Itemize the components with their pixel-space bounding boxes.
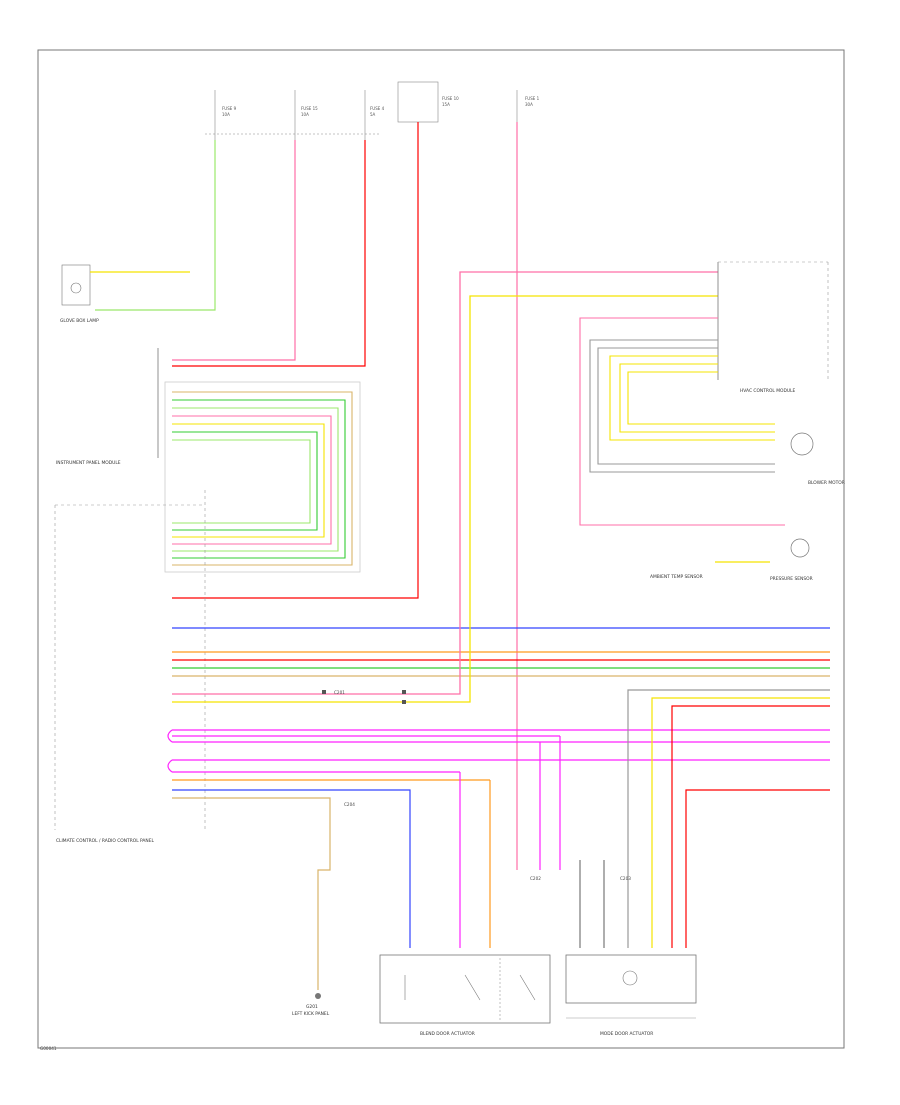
connector-marker	[402, 690, 406, 694]
actuator-lines	[167, 729, 830, 990]
climate-control-panel-label: CLIMATE CONTROL / RADIO CONTROL PANEL	[56, 838, 154, 844]
connector-marker	[402, 700, 406, 704]
instrument-panel-module: INSTRUMENT PANEL MODULE	[56, 348, 159, 466]
ambient-temp-label: AMBIENT TEMP SENSOR	[650, 574, 703, 580]
figure-code: G00041	[40, 1046, 57, 1051]
connector-blocks: C201 C202 C203 C204	[322, 690, 631, 881]
diagram-border	[37, 49, 845, 1049]
connector-label: C203	[620, 876, 631, 881]
connector-label: C202	[530, 876, 541, 881]
main-harness	[172, 271, 830, 703]
blower-motor-label: BLOWER MOTOR	[808, 480, 845, 486]
ground-g201: G201 LEFT KICK PANEL	[292, 993, 330, 1017]
mode-door-actuator-label: MODE DOOR ACTUATOR	[600, 1031, 653, 1037]
blend-door-actuator: BLEND DOOR ACTUATOR	[379, 954, 551, 1037]
climate-control-panel: CLIMATE CONTROL / RADIO CONTROL PANEL	[54, 490, 206, 844]
shielded-bundle-box	[164, 381, 361, 573]
connector-marker	[322, 690, 326, 694]
mode-door-feeds	[579, 689, 830, 948]
fuse-rating: 15A	[442, 102, 450, 107]
mode-door-actuator: MODE DOOR ACTUATOR	[565, 954, 697, 1037]
hvac-feeds	[579, 317, 785, 526]
hvac-control-module-label: HVAC CONTROL MODULE	[740, 388, 796, 394]
fuse-label: FUSE 10	[442, 96, 459, 101]
instrument-panel-module-label: INSTRUMENT PANEL MODULE	[56, 460, 121, 466]
connector-label: C201	[334, 690, 345, 695]
blower-motor: BLOWER MOTOR	[790, 432, 845, 486]
fuse-panel	[205, 81, 518, 140]
fuse-rating: 5A	[370, 112, 376, 117]
fuse-label: FUSE 9	[222, 106, 237, 111]
hvac-control-module: HVAC CONTROL MODULE	[717, 261, 829, 394]
fuse-label: FUSE 1	[525, 96, 540, 101]
pressure-sensor: PRESSURE SENSOR AMBIENT TEMP SENSOR	[650, 538, 813, 582]
fuse-labels: FUSE 9 10A FUSE 15 10A FUSE 4 5A FUSE 10…	[222, 96, 540, 117]
blend-door-actuator-label: BLEND DOOR ACTUATOR	[420, 1031, 475, 1037]
glove-box-lamp: GLOVE BOX LAMP	[60, 264, 190, 324]
ipm-bundle	[172, 391, 353, 566]
fuse-feeds	[95, 122, 518, 870]
fuse-rating: 10A	[301, 112, 309, 117]
ground-desc: LEFT KICK PANEL	[292, 1011, 330, 1017]
connector-label: C204	[344, 802, 355, 807]
ground-label: G201	[306, 1004, 318, 1010]
fuse-label: FUSE 4	[370, 106, 385, 111]
fuse-rating: 30A	[525, 102, 533, 107]
pressure-sensor-label: PRESSURE SENSOR	[770, 576, 813, 582]
fuse-label: FUSE 15	[301, 106, 318, 111]
fuse-rating: 10A	[222, 112, 230, 117]
glove-box-lamp-label: GLOVE BOX LAMP	[60, 318, 99, 324]
